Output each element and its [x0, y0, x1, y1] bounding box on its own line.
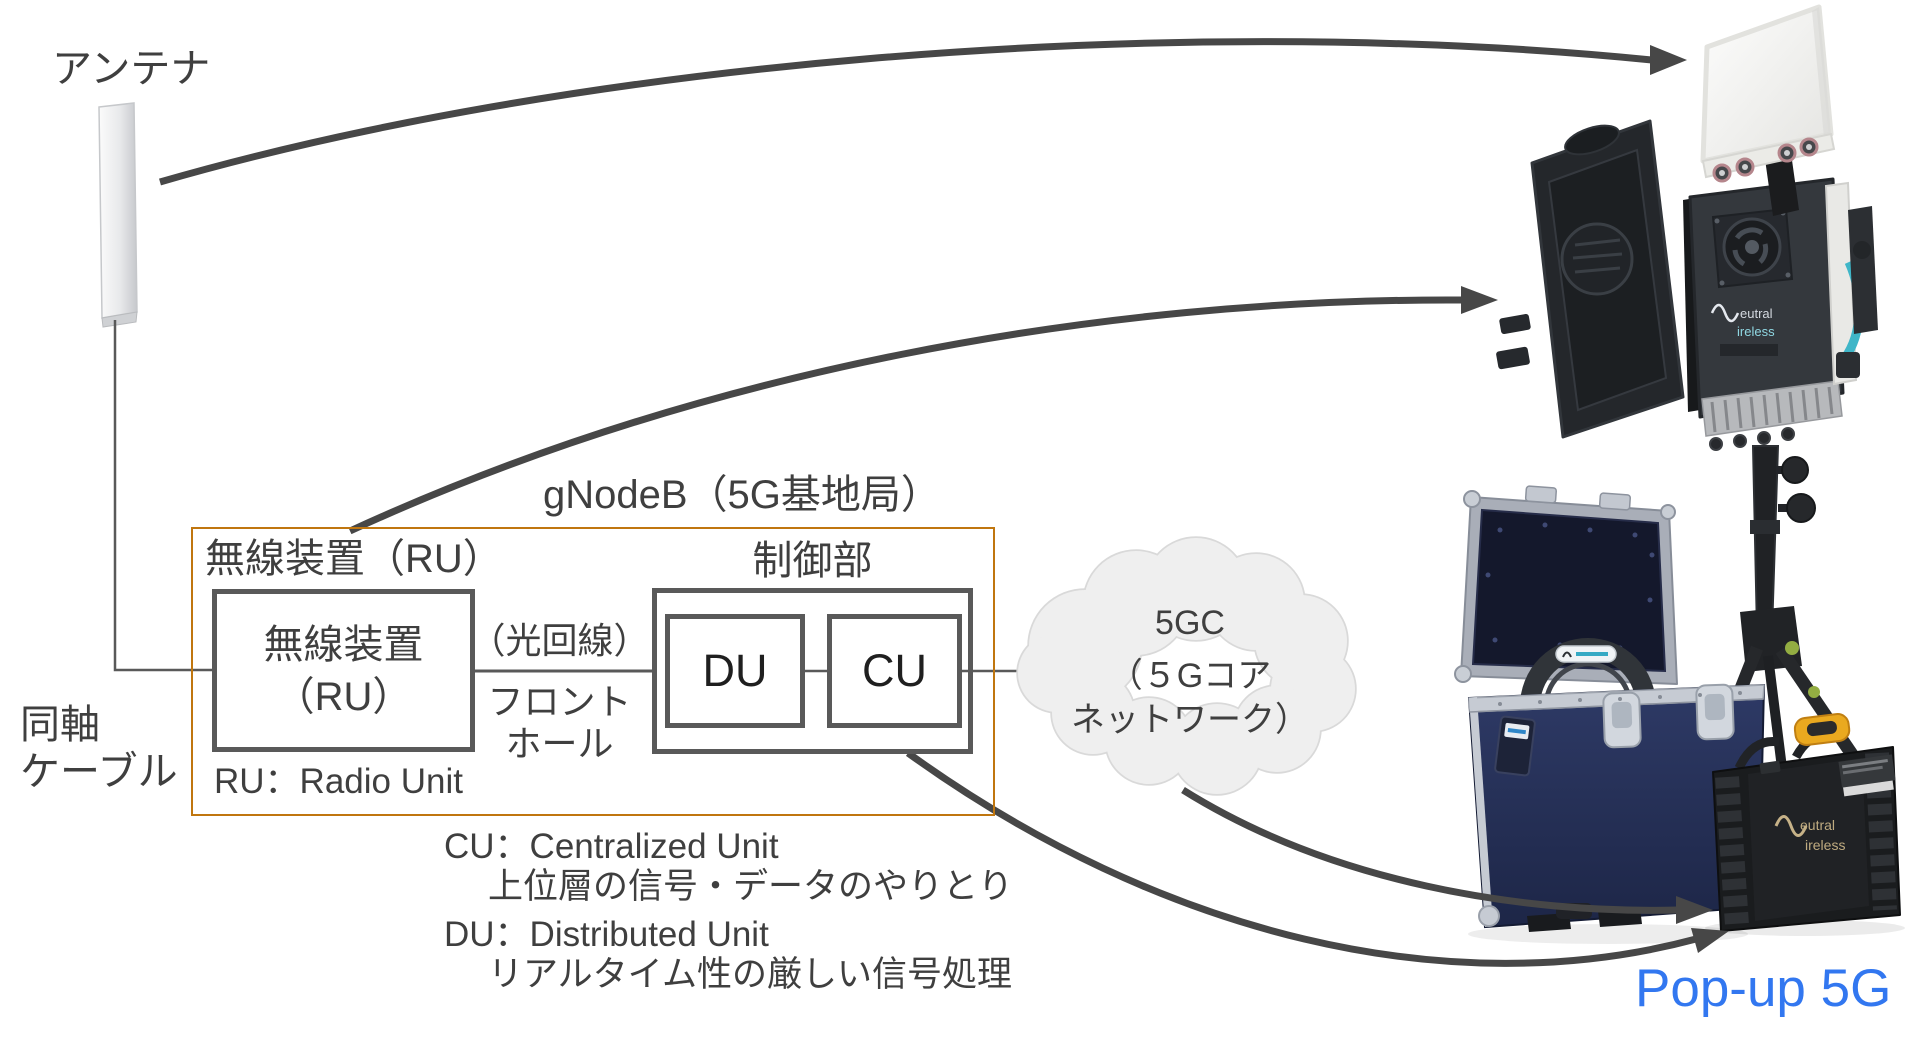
antenna-unit-photo	[1700, 4, 1836, 216]
ru-note: RU：Radio Unit	[214, 762, 463, 801]
core-cloud-line2: （５Gコア	[1108, 657, 1272, 695]
pole-knob-icon	[1781, 456, 1809, 484]
ru-box-line2: （RU）	[274, 674, 413, 719]
brand-logo-bottom: ireless	[1737, 324, 1775, 339]
mapping-arrows	[159, 38, 1697, 967]
cu-note-desc: 上位層の信号・データのやりとり	[488, 867, 1014, 906]
ru-section-label: 無線装置（RU）	[205, 537, 503, 581]
du-note-title: DU：Distributed Unit	[444, 915, 769, 954]
coax-cable-label: 同軸 ケーブル	[20, 702, 178, 796]
brand-wave-icon	[1774, 815, 1808, 837]
arrowheads	[1461, 45, 1729, 953]
core-cloud-line3: ネットワーク）	[1071, 701, 1309, 739]
core-cloud-line1: 5GC	[1155, 604, 1225, 642]
arrow-control-to-case	[905, 750, 1697, 967]
arrow-core-to-case	[1181, 787, 1679, 914]
arrowhead-icon	[1691, 928, 1729, 953]
tripod-pole	[1751, 445, 1780, 633]
brand-logo-top: eutral	[1800, 817, 1835, 833]
arrowhead-icon	[1650, 45, 1687, 75]
antenna-connectors-icon	[1712, 137, 1819, 183]
du-box: DU	[665, 614, 805, 728]
carry-case-photo: eutral ireless	[1705, 713, 1905, 936]
du-note-desc: リアルタイム性の厳しい信号処理	[488, 955, 1012, 994]
antenna-label: アンテナ	[52, 47, 211, 91]
cu-label: CU	[862, 645, 927, 696]
coax-label-line2: ケーブル	[20, 750, 178, 795]
radio-case-photo: eutral ireless	[1496, 119, 1878, 801]
arrow-antenna-to-photo	[159, 38, 1653, 186]
control-box	[652, 588, 973, 754]
heatsink-fins-icon	[1710, 386, 1834, 433]
ru-box: 無線装置 （RU）	[212, 589, 475, 752]
lid-vent-icon	[1564, 124, 1620, 156]
arrowhead-icon	[1676, 896, 1713, 924]
gnodeb-title: gNodeB（5G基地局）	[543, 473, 941, 517]
control-section-label: 制御部	[752, 539, 873, 583]
rivets-icon	[1498, 691, 1742, 706]
fronthaul-line2: ホール	[505, 722, 614, 764]
pole-knob-icon	[1786, 493, 1816, 523]
arrowhead-icon	[1461, 286, 1498, 314]
butterfly-latch-icon	[1602, 683, 1735, 749]
cu-note-title: CU：Centralized Unit	[444, 827, 779, 866]
cu-box: CU	[827, 614, 962, 728]
optical-line-label: （光回線）	[469, 620, 650, 661]
case-handle-icon	[1734, 737, 1780, 771]
brand-logo-top: eutral	[1740, 306, 1773, 321]
brand-logo-bottom: ireless	[1805, 837, 1845, 853]
product-name-label: Pop-up 5G	[1635, 959, 1892, 1018]
flight-case-photo	[1454, 485, 1766, 944]
case-ribs-icon	[1715, 776, 1749, 926]
coax-label-line1: 同軸	[20, 703, 100, 747]
fronthaul-line1: フロント	[487, 681, 632, 722]
coax-line	[113, 320, 212, 672]
du-label: DU	[702, 645, 768, 696]
arrow-ru-to-photo	[348, 296, 1464, 535]
brand-wave-icon	[1710, 303, 1740, 323]
antenna-symbol	[98, 102, 138, 328]
fronthaul-label: フロント ホール	[457, 681, 662, 765]
core-network-cloud	[1016, 536, 1357, 796]
ru-box-line1: 無線装置	[263, 622, 424, 667]
gnodeb-outline-box	[191, 527, 995, 816]
